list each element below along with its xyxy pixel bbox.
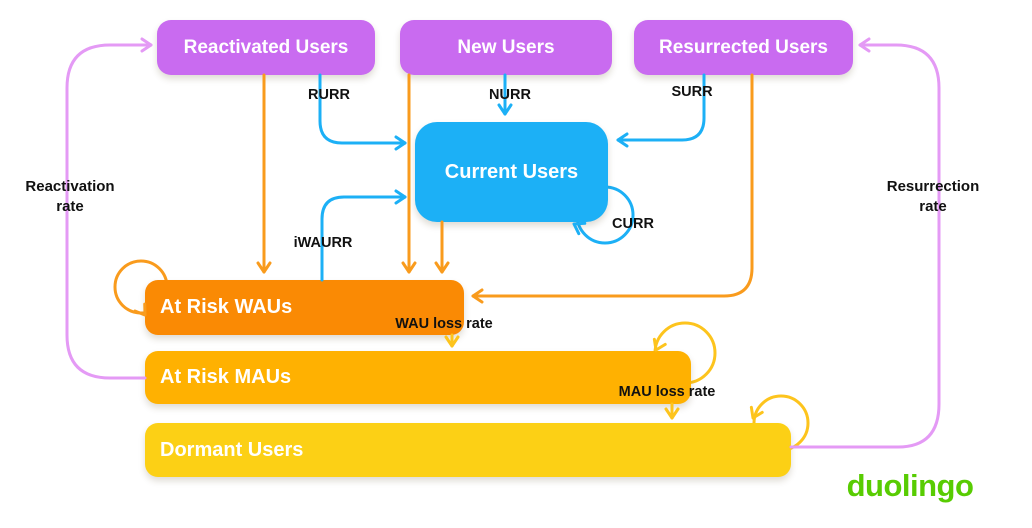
label-surr: SURR (671, 84, 713, 100)
label-mau-loss-rate: MAU loss rate (618, 384, 716, 400)
node-current-users: Current Users (415, 122, 608, 222)
node-new-users: New Users (400, 20, 612, 75)
dormant-self-loop-arrow (749, 405, 764, 420)
label-reactivation-rate: Reactivation rate (25, 177, 115, 215)
label-resurrection-rate: Resurrection rate (886, 177, 980, 215)
label-wau-loss-rate: WAU loss rate (395, 316, 493, 332)
label-nurr: NURR (489, 87, 531, 103)
node-label: At Risk MAUs (160, 366, 292, 388)
node-label: Reactivated Users (183, 36, 349, 58)
label-rurr: RURR (308, 87, 350, 103)
node-at-risk-waus: At Risk WAUs (145, 280, 464, 335)
label-iwaurr: iWAURR (293, 235, 353, 251)
node-label: At Risk WAUs (160, 296, 293, 318)
node-reactivated-users: Reactivated Users (157, 20, 375, 75)
node-label: Resurrected Users (659, 36, 828, 58)
node-label: Current Users (444, 160, 579, 183)
edge-resurrection (789, 37, 941, 449)
label-curr: CURR (612, 216, 654, 232)
duolingo-logo: duolingo (846, 468, 974, 503)
node-dormant-users: Dormant Users (145, 423, 791, 477)
node-at-risk-maus: At Risk MAUs (145, 351, 691, 404)
node-resurrected-users: Resurrected Users (634, 20, 853, 75)
node-label: Dormant Users (160, 438, 304, 461)
node-label: New Users (457, 36, 555, 58)
edge-rurr (318, 73, 407, 151)
